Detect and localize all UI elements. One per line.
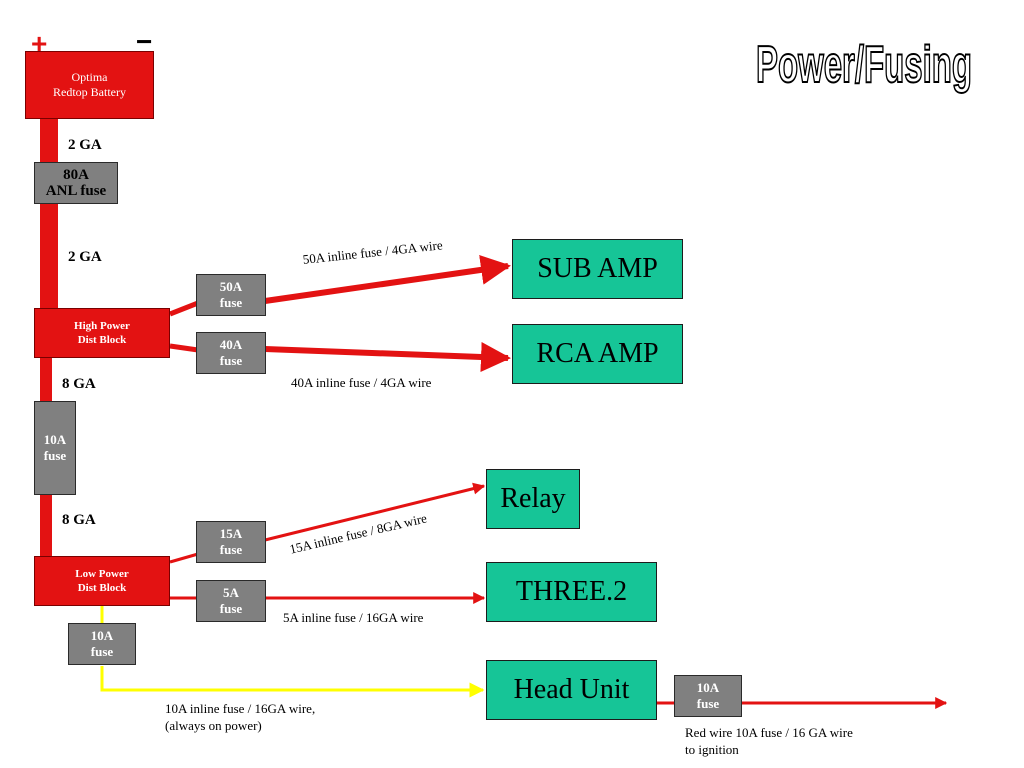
relay-box: Relay [486,469,580,529]
gauge-label-top-2: 2 GA [68,249,102,265]
fuse-5a: 5A fuse [196,580,266,622]
rca-amp-box: RCA AMP [512,324,683,384]
title-outline-text: Power/Fusing [755,35,973,95]
fuse-10a-always-on-label: 10A fuse [90,628,114,659]
rca-amp-label: RCA AMP [536,338,659,369]
relay-label: Relay [500,483,566,514]
wire-label-three-2: 5A inline fuse / 16GA wire [283,610,424,625]
fuse-50a: 50A fuse [196,274,266,316]
fuse-15a-label: 15A fuse [219,526,243,557]
wire-label-head-unit: 10A inline fuse / 16GA wire, (always on … [165,701,316,733]
wire-rca-amp [264,342,511,372]
fuse-40a: 40A fuse [196,332,266,374]
wire-to-40a-fuse [169,343,199,353]
trunk-wire-upper [40,118,58,310]
three-2-label: THREE.2 [515,576,628,607]
fuse-10a-trunk-label: 10A fuse [43,432,67,463]
sub-amp-box: SUB AMP [512,239,683,299]
gauge-label-top-1: 2 GA [68,137,102,153]
fuse-15a: 15A fuse [196,521,266,563]
sub-amp-label: SUB AMP [537,253,658,284]
main-anl-fuse: 80A ANL fuse [34,162,118,204]
wire-label-ignition: Red wire 10A fuse / 16 GA wire to igniti… [685,725,853,757]
high-power-block-label: High Power Dist Block [74,319,130,346]
head-unit-label: Head Unit [513,674,630,705]
low-power-dist-block: Low Power Dist Block [34,556,170,606]
plus-terminal-sign: + [31,28,48,59]
wire-to-15a-fuse [169,552,199,564]
battery-label: Optima Redtop Battery [53,70,126,99]
three-2-box: THREE.2 [486,562,657,622]
minus-terminal-sign: − [136,26,153,57]
fuse-10a-ignition-label: 10A fuse [696,680,720,711]
head-unit-box: Head Unit [486,660,657,720]
yellow-wire-head-unit [100,666,485,698]
wire-sub-amp [264,255,511,304]
fuse-10a-trunk: 10A fuse [34,401,76,495]
low-power-block-label: Low Power Dist Block [75,567,129,594]
battery: Optima Redtop Battery [25,51,154,119]
fuse-5a-label: 5A fuse [219,585,243,616]
svg-text:Power/Fusing: Power/Fusing [756,36,972,94]
wire-label-rca-amp: 40A inline fuse / 4GA wire [291,375,432,390]
high-power-dist-block: High Power Dist Block [34,308,170,358]
fuse-50a-label: 50A fuse [219,279,243,310]
fuse-40a-label: 40A fuse [219,337,243,368]
gauge-label-mid-1: 8 GA [62,376,96,392]
fuse-10a-ignition: 10A fuse [674,675,742,717]
page-title: Power/Fusing [752,24,982,95]
gauge-label-mid-2: 8 GA [62,512,96,528]
fuse-10a-always-on: 10A fuse [68,623,136,665]
main-anl-fuse-label: 80A ANL fuse [45,166,107,200]
wire-relay [264,482,486,542]
wire-to-50a-fuse [169,300,199,317]
